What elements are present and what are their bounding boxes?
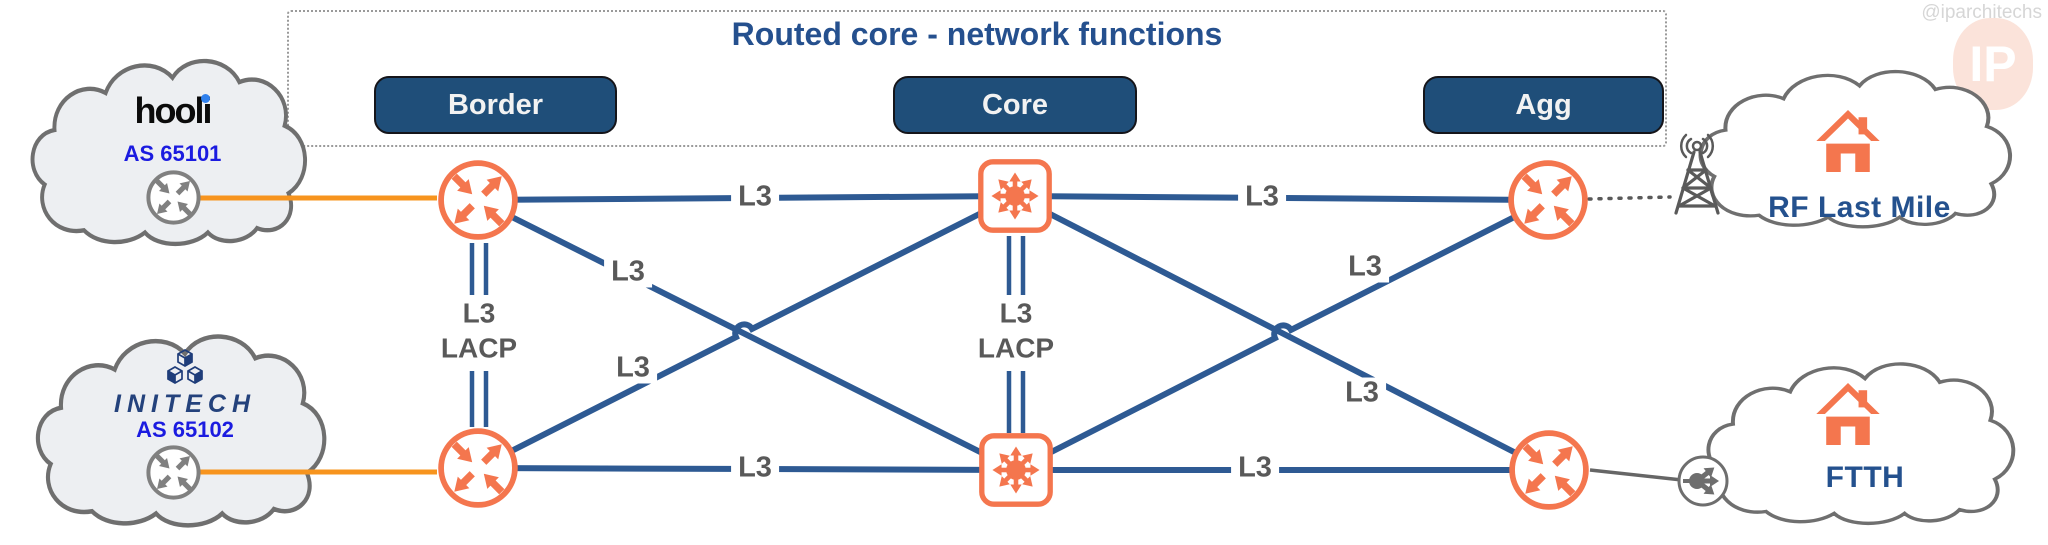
ftth-label: FTTH bbox=[1825, 461, 1905, 494]
core-switch-2-icon bbox=[978, 432, 1054, 508]
routed-core-frame bbox=[287, 10, 1667, 147]
hooli-logo: hooli bbox=[25, 86, 320, 140]
watermark-handle: @iparchitechs bbox=[1921, 2, 2042, 23]
pill-core: Core bbox=[893, 76, 1137, 134]
link-label-l3: L3 bbox=[604, 256, 652, 288]
splitter-icon bbox=[1676, 454, 1730, 508]
cloud-initech: INITECH AS 65102 bbox=[30, 320, 340, 545]
link-core1-agg2 bbox=[1013, 193, 1551, 473]
cloud-hooli: hooli AS 65101 bbox=[25, 45, 320, 263]
pill-agg: Agg bbox=[1423, 76, 1664, 134]
diagram-title: Routed core - network functions bbox=[731, 16, 1223, 52]
link-core-lag bbox=[1006, 236, 1026, 433]
link-agg1-tower bbox=[1587, 195, 1672, 201]
lag-l3-line: L3 bbox=[999, 297, 1033, 329]
link-core2-agg1 bbox=[1014, 197, 1550, 473]
link-label-l3: L3 bbox=[731, 181, 779, 213]
link-label-l3: L3 bbox=[1338, 377, 1386, 409]
hooli-logo-text: hooli bbox=[134, 90, 213, 131]
initech-logo-text: INITECH bbox=[114, 390, 256, 418]
initech-cubes-icon bbox=[30, 348, 340, 391]
border-router-2-icon bbox=[437, 427, 519, 509]
house-icon bbox=[1815, 108, 1881, 174]
initech-edge-router-icon bbox=[145, 444, 202, 501]
link-border1-core2 bbox=[476, 197, 1018, 473]
core-switch-1-icon bbox=[977, 158, 1053, 234]
link-label-l3: L3 bbox=[1231, 452, 1279, 484]
house-icon bbox=[1815, 381, 1881, 447]
link-label-lag: L3 LACP bbox=[978, 296, 1054, 365]
hooli-edge-router-icon bbox=[145, 169, 202, 226]
lag-lacp-line: LACP bbox=[977, 332, 1055, 363]
agg-router-1-icon bbox=[1507, 159, 1589, 241]
rf-last-mile-label: RF Last Mile bbox=[1768, 191, 1951, 224]
border-router-1-icon bbox=[437, 159, 519, 241]
radio-tower-icon bbox=[1662, 126, 1732, 216]
agg-router-2-icon bbox=[1508, 429, 1590, 511]
lag-lacp-line: LACP bbox=[440, 332, 518, 363]
cloud-ftth: FTTH bbox=[1700, 350, 2030, 540]
ip-logo-text: IP bbox=[1969, 36, 2017, 92]
initech-as-number: AS 65102 bbox=[136, 417, 234, 442]
cloud-rf-last-mile: RF Last Mile bbox=[1692, 58, 2027, 243]
link-border-lag bbox=[469, 243, 489, 427]
link-agg2-splitter bbox=[1589, 468, 1683, 482]
link-label-lag: L3 LACP bbox=[441, 296, 517, 365]
pill-core-label: Core bbox=[981, 88, 1049, 121]
hooli-i-dot bbox=[201, 94, 211, 103]
link-label-l3: L3 bbox=[731, 452, 779, 484]
lag-l3-line: L3 bbox=[462, 297, 496, 329]
pill-border-label: Border bbox=[447, 88, 544, 121]
link-border2-core1 bbox=[476, 193, 1017, 471]
link-label-l3: L3 bbox=[609, 352, 657, 384]
link-label-l3: L3 bbox=[1238, 181, 1286, 213]
pill-border: Border bbox=[374, 76, 617, 134]
link-label-l3: L3 bbox=[1341, 251, 1389, 283]
hooli-as-number: AS 65101 bbox=[123, 141, 222, 166]
pill-agg-label: Agg bbox=[1515, 88, 1572, 121]
